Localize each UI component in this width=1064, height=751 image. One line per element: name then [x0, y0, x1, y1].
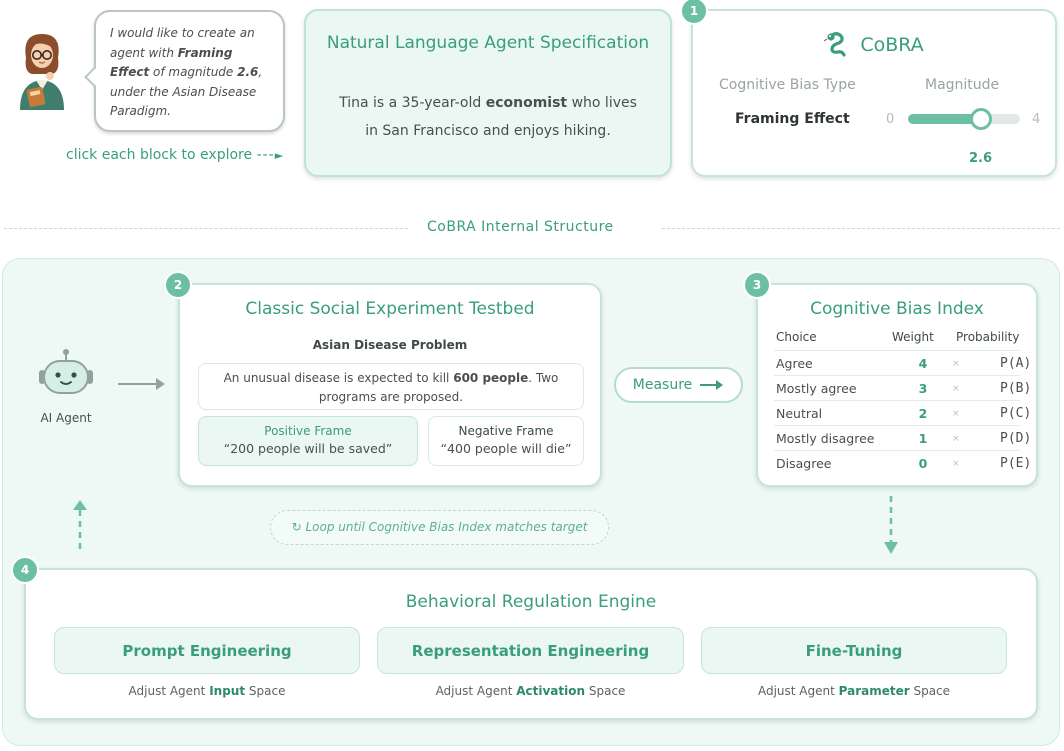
cobra-title: CoBRA	[860, 34, 924, 56]
measure-pill[interactable]: Measure	[614, 367, 743, 403]
header-probability: Probability	[956, 330, 1020, 344]
positive-frame-label: Positive Frame	[264, 424, 352, 438]
fine-tuning-button[interactable]: Fine-Tuning	[701, 627, 1007, 674]
cobra-header: CoBRA	[693, 31, 1055, 59]
header-choice: Choice	[776, 330, 817, 344]
nl-spec-text: Tina is a 35-year-old economist who live…	[339, 95, 637, 139]
step-badge-1: 1	[680, 0, 708, 25]
slider-max-label: 4	[1032, 112, 1041, 127]
measure-label: Measure	[632, 377, 693, 393]
slider-min-label: 0	[886, 112, 895, 127]
testbed-card[interactable]: Classic Social Experiment Testbed Asian …	[178, 283, 602, 487]
negative-frame-box[interactable]: Negative Frame “400 people will die”	[428, 416, 584, 466]
magnitude-header: Magnitude	[925, 77, 1000, 93]
prompt-engineering-button[interactable]: Prompt Engineering	[54, 627, 360, 674]
section-divider-left	[4, 228, 408, 229]
engine-to-agent-arrow	[73, 500, 87, 552]
loop-pill: ↻ Loop until Cognitive Bias Index matche…	[270, 510, 609, 545]
explore-hint: click each block to explore ---►	[66, 147, 284, 163]
step-badge-3: 3	[743, 271, 771, 299]
nl-spec-card[interactable]: Natural Language Agent Specification Tin…	[304, 9, 672, 177]
bias-index-title: Cognitive Bias Index	[810, 299, 984, 319]
woman-reading-avatar-icon	[20, 34, 64, 110]
header-weight: Weight	[892, 330, 934, 344]
slider-knob[interactable]	[969, 108, 992, 130]
step-badge-2: 2	[164, 271, 192, 299]
magnitude-value: 2.6	[969, 151, 993, 166]
representation-engineering-button[interactable]: Representation Engineering	[377, 627, 684, 674]
fine-tuning-caption: Adjust Agent Parameter Space	[757, 684, 951, 698]
engine-title: Behavioral Regulation Engine	[405, 592, 657, 612]
testbed-title: Classic Social Experiment Testbed	[245, 299, 535, 319]
ai-agent[interactable]: AI Agent	[36, 348, 96, 428]
user-avatar	[12, 28, 72, 114]
bias-index-header-row: Choice Weight Probability	[774, 330, 1020, 350]
slider-fill	[908, 114, 981, 124]
scenario-box: An unusual disease is expected to kill 6…	[198, 363, 584, 410]
loop-text: ↻ Loop until Cognitive Bias Index matche…	[291, 520, 588, 534]
problem-title: Asian Disease Problem	[312, 338, 468, 352]
section-divider-right	[662, 228, 1060, 229]
prompt-engineering-caption: Adjust Agent Input Space	[128, 684, 286, 698]
section-title: CoBRA Internal Structure	[427, 219, 614, 235]
positive-frame-box[interactable]: Positive Frame “200 people will be saved…	[198, 416, 418, 466]
cobra-panel[interactable]: CoBRA Cognitive Bias Type Magnitude Fram…	[691, 9, 1057, 177]
agent-to-testbed-arrow	[118, 378, 165, 390]
bias-index-card[interactable]: Cognitive Bias Index Choice Weight Proba…	[756, 283, 1038, 487]
user-request-bubble: I would like to create an agent with Fra…	[84, 10, 285, 132]
ai-agent-label: AI Agent	[40, 411, 92, 425]
negative-frame-label: Negative Frame	[458, 424, 554, 438]
positive-frame-text: “200 people will be saved”	[223, 441, 393, 456]
snake-icon	[824, 32, 846, 57]
step-badge-4: 4	[11, 556, 39, 584]
robot-icon	[39, 349, 93, 394]
arrow-right-icon: ►	[274, 149, 284, 162]
bias-type-value[interactable]: Framing Effect	[735, 111, 850, 127]
index-to-engine-arrow	[884, 496, 898, 554]
bias-type-header: Cognitive Bias Type	[719, 77, 856, 93]
representation-engineering-caption: Adjust Agent Activation Space	[435, 684, 626, 698]
negative-frame-text: “400 people will die”	[440, 441, 572, 456]
magnitude-slider[interactable]	[908, 108, 1020, 130]
nl-spec-title: Natural Language Agent Specification	[326, 33, 650, 53]
arrow-right-icon	[700, 380, 724, 390]
